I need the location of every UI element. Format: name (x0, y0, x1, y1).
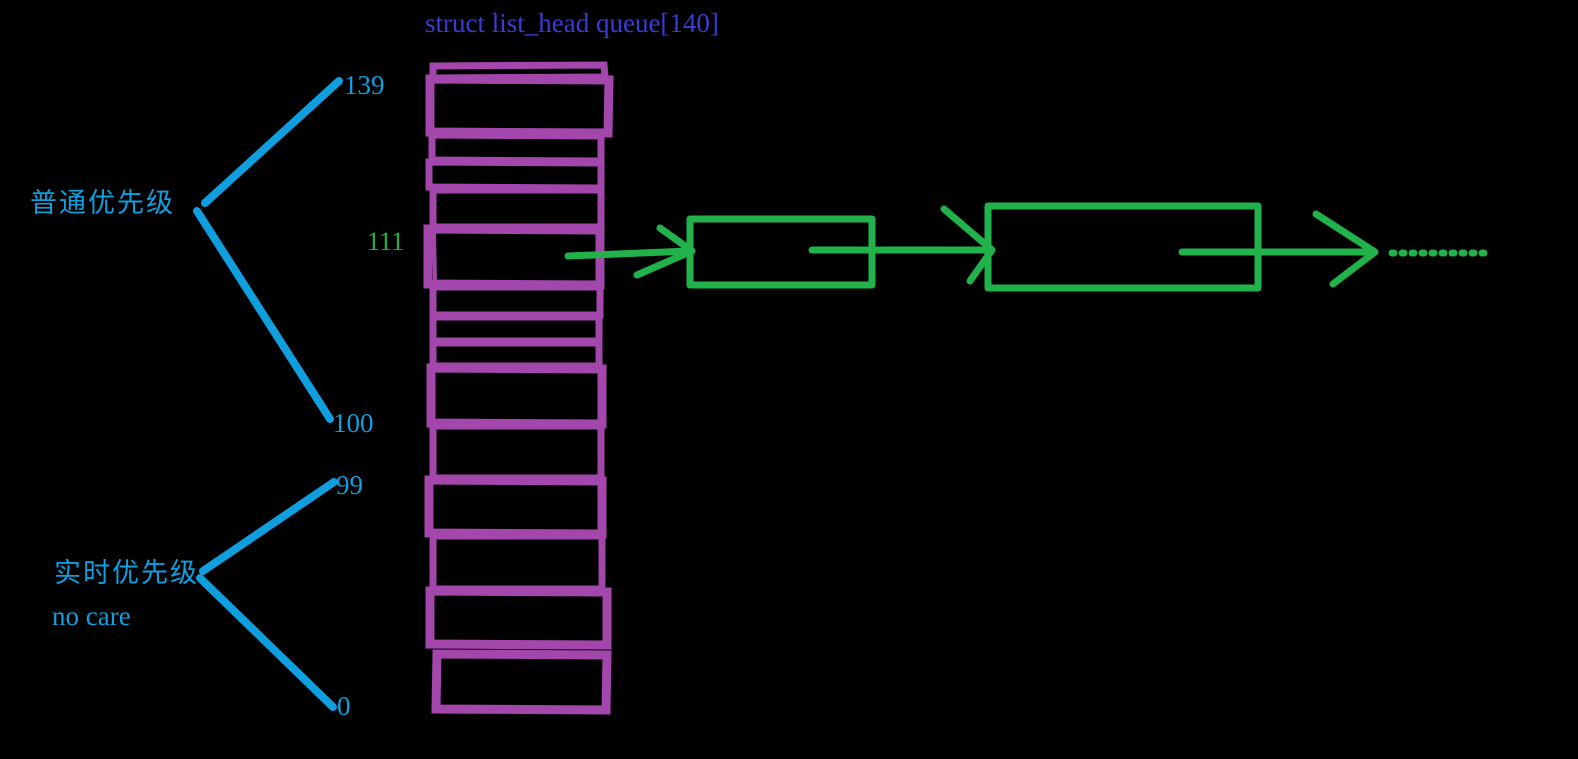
array-cell-tick (426, 159, 434, 191)
index-label-0: 0 (337, 691, 351, 721)
index-label-111: 111 (367, 227, 405, 256)
index-label-139: 139 (344, 70, 385, 100)
array-cell-bottom (431, 649, 612, 715)
normal-priority-lower-line (193, 207, 334, 423)
index-label-99: 99 (336, 470, 363, 500)
realtime-priority-lower-line (196, 574, 337, 711)
realtime-priority-upper-line (199, 478, 338, 575)
list-arrow-2-head (940, 205, 996, 285)
normal-priority-upper-line (201, 77, 343, 207)
list-arrow-1-shaft (564, 247, 694, 260)
list-node-2 (984, 202, 1262, 292)
group-label-realtime-priority: 实时优先级 (54, 558, 199, 589)
array-cell (425, 74, 614, 138)
list-arrow-3-head (1312, 210, 1379, 288)
array-cell (425, 586, 612, 650)
index-label-100: 100 (333, 408, 374, 438)
page-title: struct list_head queue[140] (425, 8, 719, 38)
group-label-realtime-note: no care (52, 601, 131, 631)
group-label-normal-priority: 普通优先级 (30, 188, 175, 219)
array-cell-tick (431, 228, 438, 286)
list-node-1 (686, 215, 876, 289)
